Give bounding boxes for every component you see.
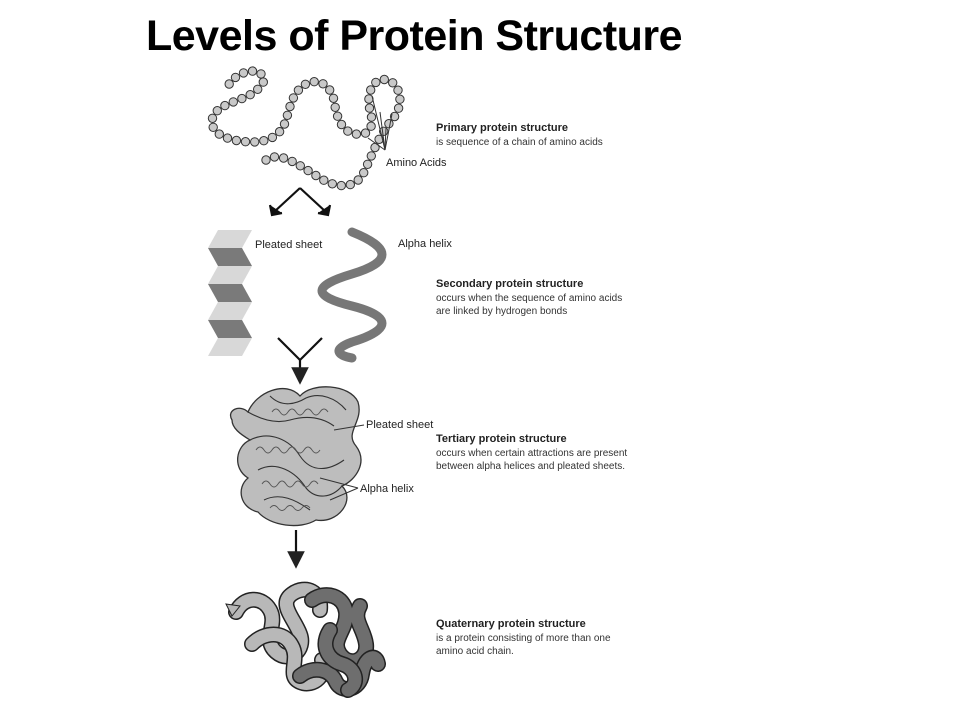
alpha-helix-shape: [317, 227, 387, 363]
amino-acid-bead: [332, 111, 343, 121]
amino-acid-bead: [359, 168, 369, 178]
primary-heading: Primary protein structure: [436, 122, 568, 134]
amino-acids-label: Amino Acids: [386, 157, 447, 169]
amino-acid-bead: [214, 129, 225, 139]
amino-acid-bead: [300, 79, 311, 90]
amino-acid-bead: [393, 103, 404, 113]
amino-acid-bead: [395, 94, 405, 104]
amino-acid-bead: [371, 77, 381, 88]
amino-acid-bead: [293, 85, 304, 95]
amino-acid-bead: [343, 126, 353, 136]
amino-acid-bead: [303, 165, 313, 176]
amino-acid-bead: [364, 103, 375, 113]
amino-acid-bead: [208, 122, 218, 133]
quaternary-heading: Quaternary protein structure: [436, 618, 586, 630]
amino-acid-bead: [366, 151, 376, 161]
amino-acid-bead: [285, 101, 295, 112]
amino-acid-bead: [311, 170, 321, 181]
amino-acid-bead: [282, 110, 293, 121]
pleated-sheet-segment: [208, 230, 252, 248]
tertiary-heading: Tertiary protein structure: [436, 433, 567, 445]
amino-acid-bead: [288, 93, 299, 103]
tertiary-description-line-1: occurs when certain attractions are pres…: [436, 448, 627, 459]
amino-acid-bead: [279, 119, 290, 129]
pleated-sheet-segment: [208, 338, 252, 356]
amino-acid-bead: [379, 74, 389, 85]
pleated-sheet-segment: [208, 248, 252, 266]
amino-acid-bead: [366, 85, 376, 95]
amino-acid-bead: [237, 93, 247, 104]
amino-acid-bead: [360, 128, 371, 138]
tertiary-pointers: [319, 424, 365, 501]
pleated-sheet-shape: [208, 230, 252, 356]
primary-description-line-1: is sequence of a chain of amino acids: [436, 137, 603, 148]
quaternary-description-line-1: is a protein consisting of more than one: [436, 633, 611, 644]
secondary-alpha-helix-label: Alpha helix: [398, 238, 452, 250]
amino-acid-bead: [393, 85, 403, 95]
amino-acid-bead: [256, 69, 266, 79]
amino-acid-bead: [207, 113, 218, 124]
amino-acid-bead: [222, 133, 233, 143]
tertiary-description-line-2: between alpha helices and pleated sheets…: [436, 461, 625, 472]
quaternary-structure-shape: [225, 581, 386, 698]
quaternary-description-line-2: amino acid chain.: [436, 646, 514, 657]
amino-acid-bead: [212, 106, 223, 116]
amino-acid-bead: [336, 180, 346, 191]
amino-acid-bead: [328, 93, 339, 104]
amino-acid-bead: [366, 121, 376, 131]
amino-acid-chain: [207, 66, 405, 191]
amino-acid-bead: [220, 100, 230, 111]
merge-arrow: [277, 337, 323, 385]
amino-acid-bead: [247, 66, 258, 76]
amino-acid-bead: [287, 156, 297, 167]
secondary-pleated-sheet-label: Pleated sheet: [255, 239, 322, 251]
amino-acid-bead: [388, 78, 398, 88]
amino-acid-bead: [267, 132, 278, 143]
amino-acid-bead: [366, 112, 377, 122]
pleated-sheet-segment: [208, 284, 252, 302]
secondary-heading: Secondary protein structure: [436, 278, 583, 290]
amino-acid-bead: [384, 119, 394, 129]
amino-acid-bead: [345, 179, 355, 190]
amino-acid-bead: [245, 90, 255, 100]
amino-acid-bead: [330, 102, 340, 113]
amino-acid-pointers: [367, 95, 393, 151]
amino-acid-bead: [253, 84, 263, 95]
amino-acid-bead: [278, 153, 289, 163]
amino-acid-bead: [389, 111, 400, 122]
amino-acid-bead: [269, 152, 280, 162]
secondary-description-line-2: are linked by hydrogen bonds: [436, 306, 567, 317]
secondary-description-line-1: occurs when the sequence of amino acids: [436, 293, 622, 304]
amino-acid-bead: [261, 155, 271, 165]
amino-acid-bead: [238, 68, 249, 78]
pleated-sheet-segment: [208, 302, 252, 320]
amino-acid-bead: [336, 119, 347, 130]
amino-acid-bead: [309, 77, 319, 87]
amino-acid-bead: [240, 137, 251, 147]
tertiary-alpha-helix-label: Alpha helix: [360, 483, 414, 495]
amino-acid-bead: [319, 175, 329, 185]
amino-acid-bead: [228, 97, 239, 107]
amino-acid-bead: [325, 85, 335, 95]
amino-acid-bead: [224, 79, 234, 89]
pleated-sheet-segment: [208, 266, 252, 284]
tertiary-pleated-sheet-label: Pleated sheet: [366, 419, 433, 431]
amino-acid-bead: [295, 161, 305, 171]
amino-acid-bead: [318, 79, 328, 89]
slide-title: Levels of Protein Structure: [146, 12, 683, 60]
amino-acid-bead: [327, 179, 337, 189]
pleated-sheet-segment: [208, 320, 252, 338]
amino-acid-bead: [259, 136, 269, 146]
split-arrow: [268, 187, 332, 217]
amino-acid-bead: [258, 77, 268, 87]
amino-acid-bead: [231, 135, 242, 146]
amino-acid-bead: [351, 129, 362, 139]
amino-acid-bead: [230, 72, 241, 83]
tertiary-structure-shape: [229, 386, 362, 527]
amino-acid-bead: [250, 137, 260, 147]
amino-acid-bead: [274, 127, 285, 137]
amino-acid-bead: [362, 159, 373, 170]
amino-acid-bead: [353, 175, 363, 185]
